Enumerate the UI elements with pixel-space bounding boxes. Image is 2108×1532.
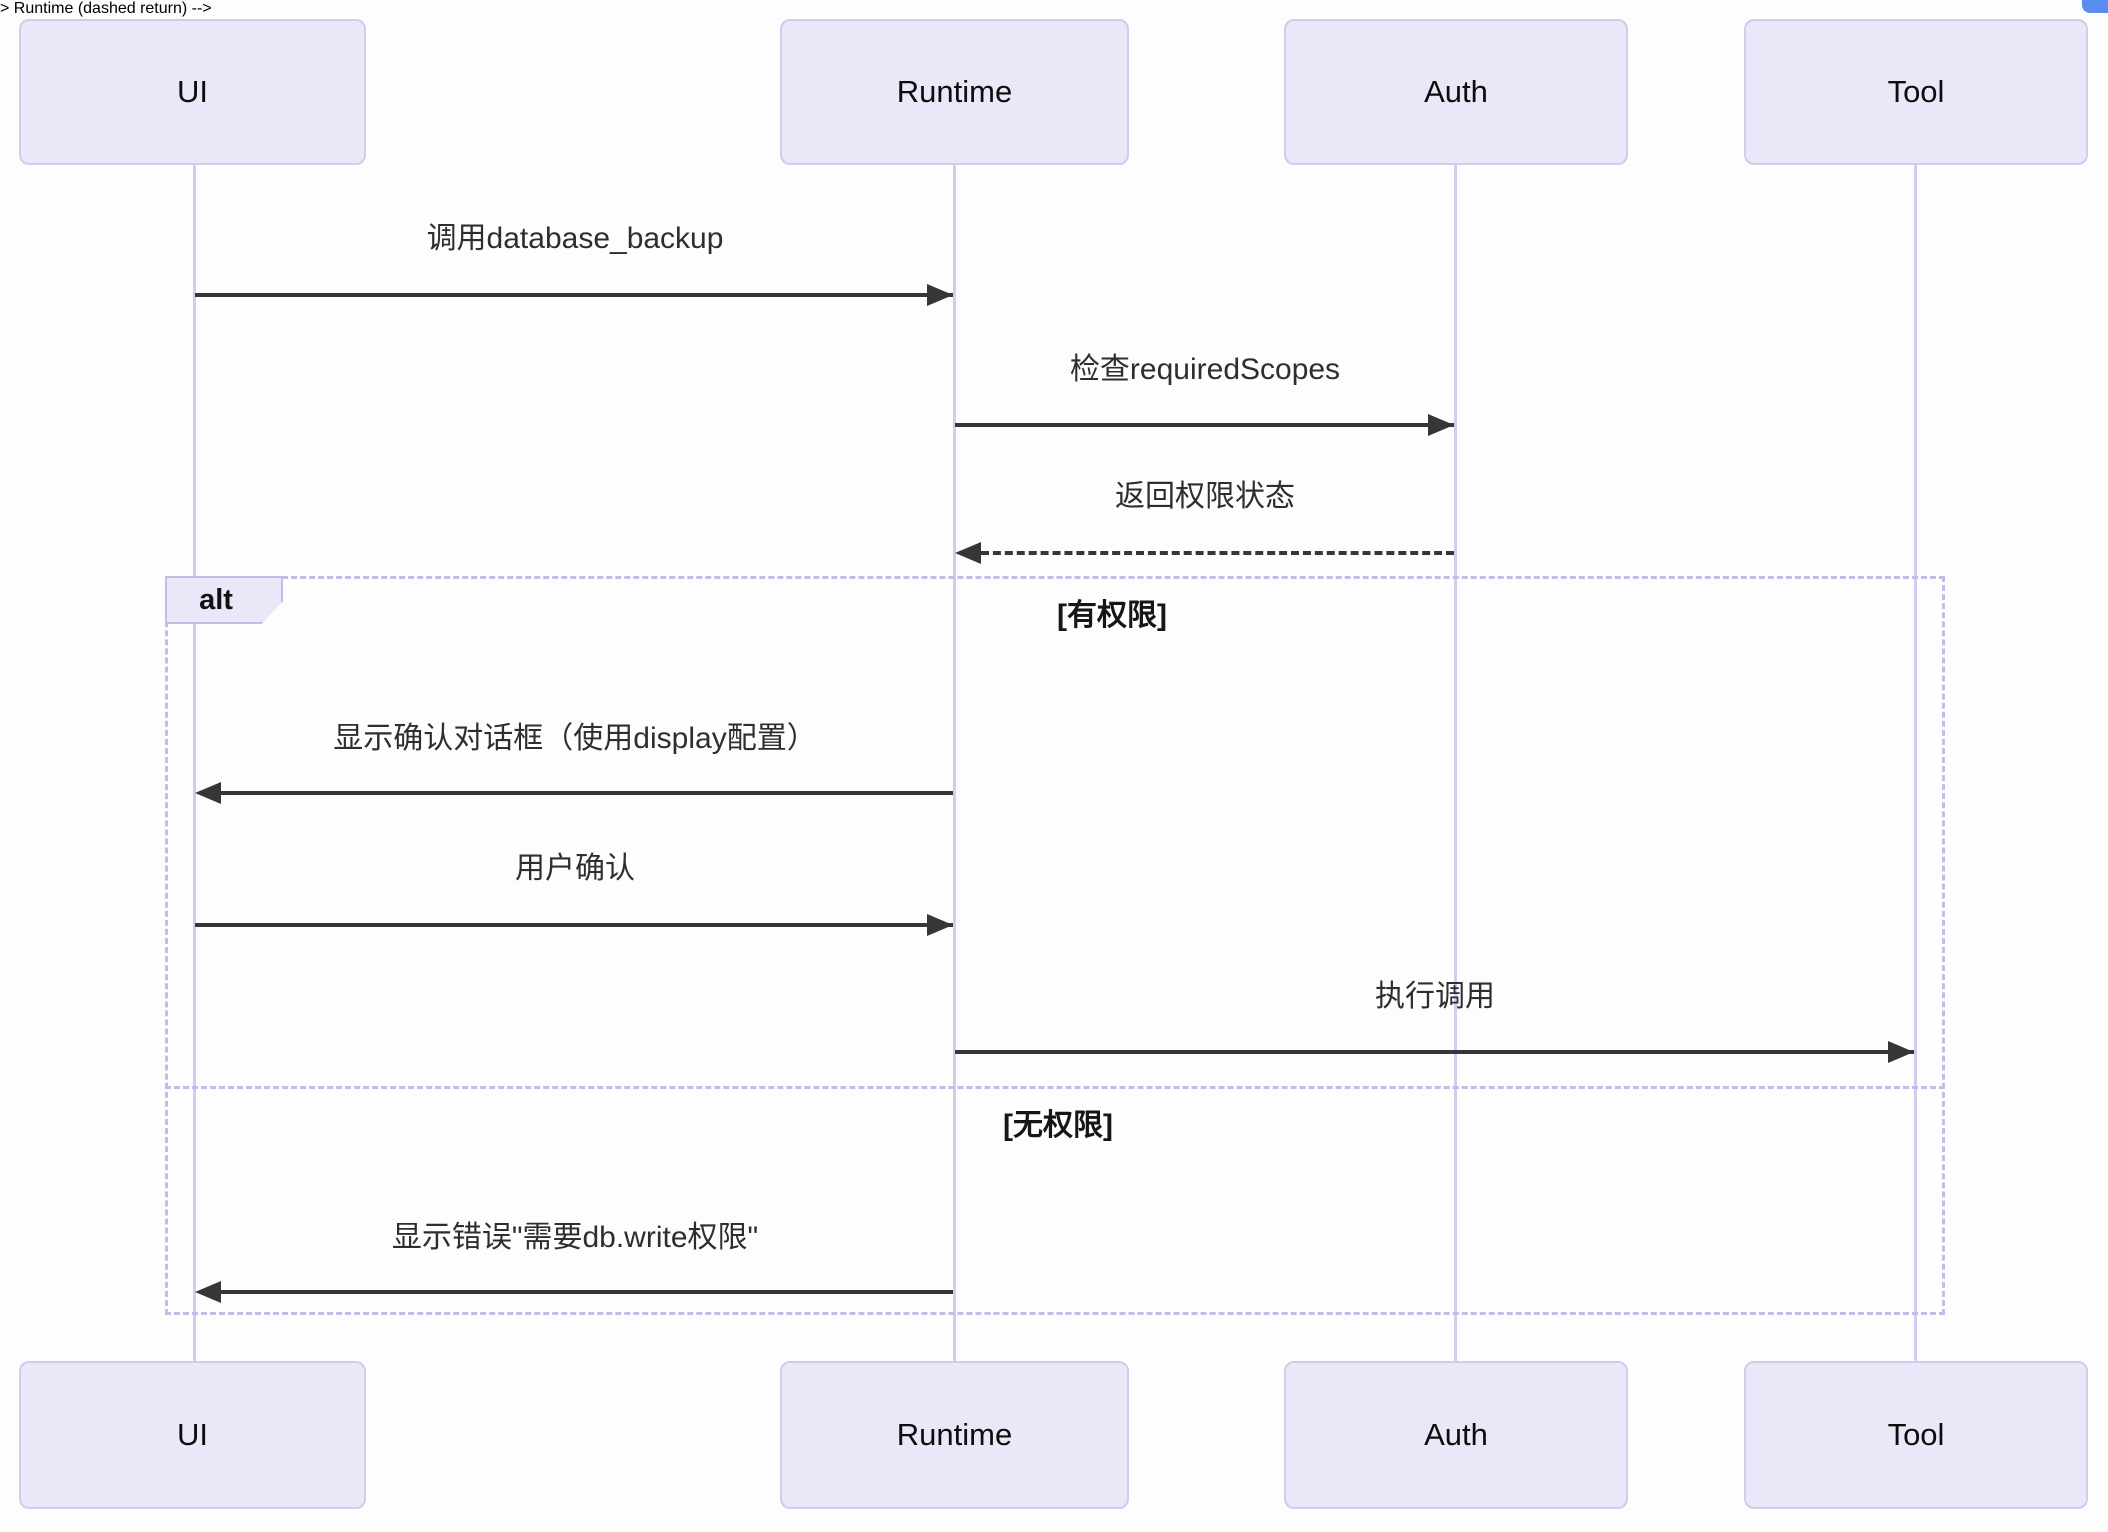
arrow-head-right-icon xyxy=(1888,1041,1914,1063)
arrow-head-right-icon xyxy=(927,284,953,306)
actor-runtime-bottom: Runtime xyxy=(780,1361,1129,1509)
message-line-7 xyxy=(221,1290,953,1294)
message-label-3: 返回权限状态 xyxy=(1115,480,1295,513)
arrow-head-right-icon xyxy=(927,914,953,936)
lifeline-ui xyxy=(193,165,196,1361)
message-label-4: 显示确认对话框（使用display配置） xyxy=(333,722,817,755)
lifeline-auth xyxy=(1454,165,1457,1361)
lifeline-runtime xyxy=(953,165,956,1361)
arrow-head-left-icon xyxy=(195,782,221,804)
actor-runtime-top: Runtime xyxy=(780,19,1129,165)
alt-label-text: alt xyxy=(199,583,233,616)
actor-tool-bottom: Tool xyxy=(1744,1361,2088,1509)
actor-tool-top: Tool xyxy=(1744,19,2088,165)
arrow-head-left-icon xyxy=(955,542,981,564)
message-label-7: 显示错误"需要db.write权限" xyxy=(391,1221,759,1254)
corner-button-fragment[interactable] xyxy=(2082,0,2108,13)
message-line-6 xyxy=(955,1050,1914,1054)
message-line-1 xyxy=(195,293,953,297)
alt-label: alt xyxy=(165,576,283,624)
arrow-head-left-icon xyxy=(195,1281,221,1303)
actor-auth-bottom: Auth xyxy=(1284,1361,1628,1509)
actor-ui-bottom: UI xyxy=(19,1361,366,1509)
actor-auth-label: Auth xyxy=(1424,1417,1488,1452)
actor-runtime-label: Runtime xyxy=(896,1417,1013,1452)
actor-auth-top: Auth xyxy=(1284,19,1628,165)
message-line-3 xyxy=(981,551,1454,555)
lifeline-tool xyxy=(1914,165,1917,1361)
actor-ui-top: UI xyxy=(19,19,366,165)
guard-has-permission: [有权限] xyxy=(1057,599,1167,632)
actor-ui-label: UI xyxy=(177,74,208,109)
actor-auth-label: Auth xyxy=(1424,74,1488,109)
alt-frame xyxy=(165,576,1945,1315)
alt-divider xyxy=(165,1086,1945,1089)
arrow-head-right-icon xyxy=(1428,414,1454,436)
message-line-4 xyxy=(221,791,953,795)
message-line-5 xyxy=(195,923,953,927)
message-label-1: 调用database_backup xyxy=(426,222,724,255)
message-label-6: 执行调用 xyxy=(1375,980,1495,1013)
message-label-5: 用户确认 xyxy=(515,852,635,885)
actor-tool-label: Tool xyxy=(1887,74,1945,109)
actor-tool-label: Tool xyxy=(1887,1417,1945,1452)
actor-runtime-label: Runtime xyxy=(896,74,1013,109)
message-line-2 xyxy=(955,423,1454,427)
message-label-2: 检查requiredScopes xyxy=(1069,353,1341,386)
guard-no-permission: [无权限] xyxy=(1003,1109,1113,1142)
actor-ui-label: UI xyxy=(177,1417,208,1452)
